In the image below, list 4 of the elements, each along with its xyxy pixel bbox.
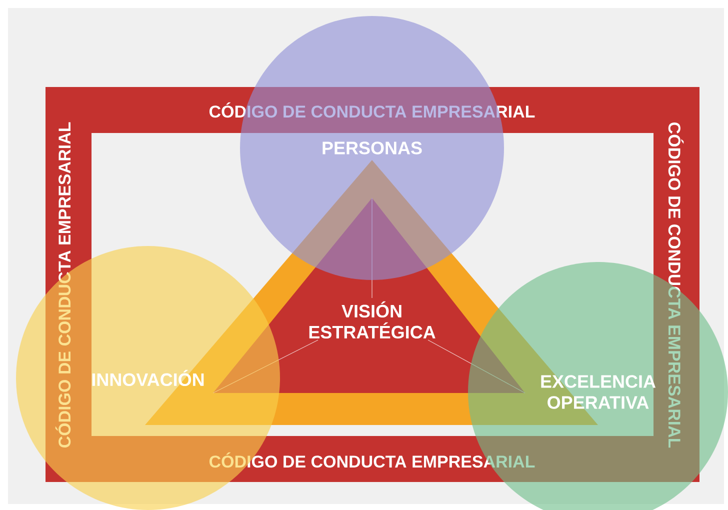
- center-label: VISIÓN ESTRATÉGICA: [309, 301, 436, 339]
- band-label: CÓDIGO DE CONDUCTA EMPRESARIAL: [55, 122, 71, 448]
- band-label: CÓDIGO DE CONDUCTA EMPRESARIAL: [209, 452, 535, 468]
- band-label: CÓDIGO DE CONDUCTA EMPRESARIAL: [668, 122, 684, 448]
